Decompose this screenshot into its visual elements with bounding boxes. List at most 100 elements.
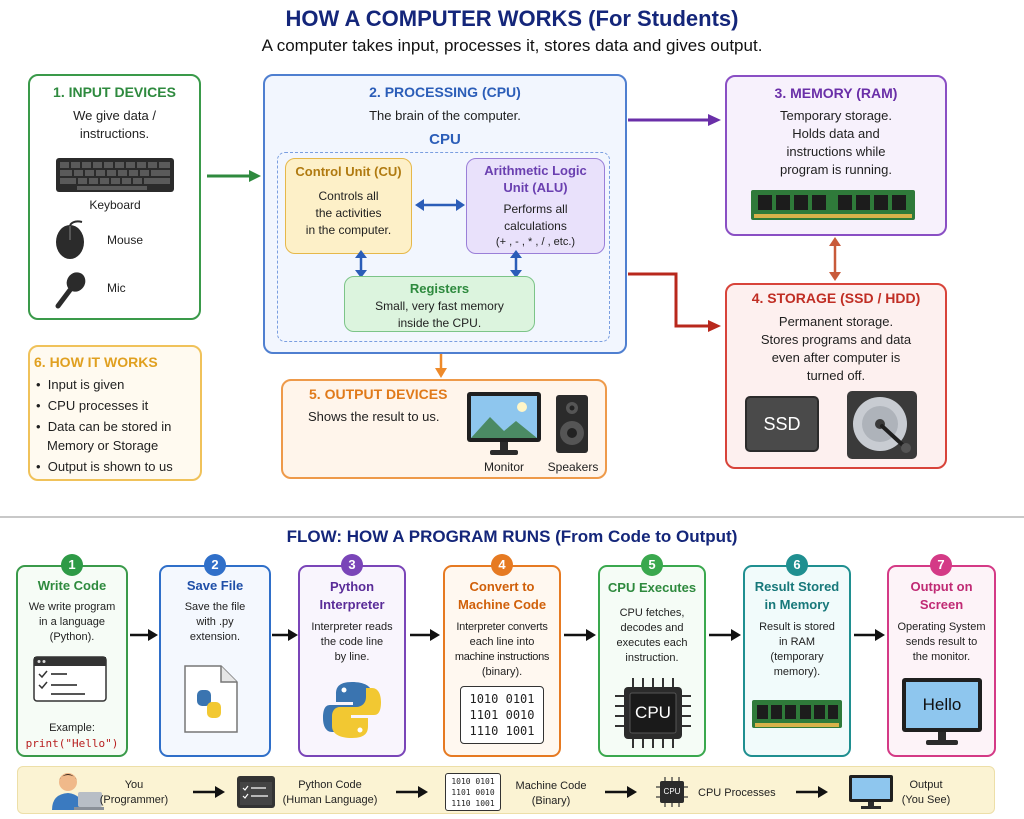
step-6-number: 6 <box>786 554 808 576</box>
how-bullet-1-text: Input is given <box>47 377 125 392</box>
alu-line2: calculations <box>504 219 567 233</box>
keyboard-icon <box>56 158 174 192</box>
memory-line1: Temporary storage. <box>780 108 892 123</box>
legend-you-sub: (Programmer) <box>99 794 169 806</box>
step-5-line3: executes each <box>616 637 688 649</box>
flow-arrow-3 <box>410 629 440 641</box>
legend-machine-code-sub: (Binary) <box>531 795 571 807</box>
legend-binary-3: 1110 1001 <box>451 799 495 808</box>
step-3-title-1: Python <box>329 579 375 594</box>
section-divider <box>0 516 1024 518</box>
step-4-number: 4 <box>491 554 513 576</box>
storage-line2: Stores programs and data <box>760 332 912 347</box>
step-3-title-2: Interpreter <box>319 597 385 612</box>
legend-arrow-2 <box>396 786 428 798</box>
python-logo-icon <box>323 682 381 738</box>
step-4-binary-1: 1010 0101 <box>469 692 535 706</box>
page-subtitle: A computer takes input, processes it, st… <box>261 36 763 55</box>
cu-line3: in the computer. <box>305 223 392 237</box>
output-heading: 5. OUTPUT DEVICES <box>309 386 448 402</box>
memory-line4: program is running. <box>780 162 892 177</box>
storage-line1: Permanent storage. <box>778 314 894 329</box>
flow-arrow-6 <box>854 629 885 641</box>
summary-strip <box>17 766 995 814</box>
step-7-line2: sends result to <box>905 636 978 648</box>
step-6-line3: (temporary <box>770 651 824 663</box>
output-desc: Shows the result to us. <box>308 409 440 424</box>
hdd-icon <box>847 391 917 459</box>
step-6-line1: Result is stored <box>759 621 835 633</box>
step-7-number: 7 <box>930 554 952 576</box>
legend-binary-icon: 1010 0101 1101 0010 1110 1001 <box>445 773 501 811</box>
speaker-icon <box>556 395 588 453</box>
ssd-icon: SSD <box>745 396 819 452</box>
step-6-title-2: in Memory <box>764 597 830 612</box>
how-bullet-4-text: Output is shown to us <box>47 459 173 474</box>
keyboard-label: Keyboard <box>89 198 141 212</box>
input-desc-1: We give data / <box>73 108 156 123</box>
step-3-line2: the code line <box>320 636 384 648</box>
legend-python-code: Python Code <box>298 779 362 791</box>
step-7-line3: the monitor. <box>912 651 971 663</box>
input-to-cpu-arrow <box>207 170 261 182</box>
how-heading: 6. HOW IT WORKS <box>34 354 158 370</box>
cpu-label: CPU <box>429 131 461 148</box>
output-devices-box <box>281 379 607 479</box>
flow-title: FLOW: HOW A PROGRAM RUNS (From Code to O… <box>286 527 738 546</box>
how-bullet-3b-text: Memory or Storage <box>47 438 159 453</box>
flow-arrow-4 <box>564 629 596 641</box>
legend-code-window-icon <box>237 776 275 808</box>
mouse-label: Mouse <box>107 233 144 247</box>
step-6-line4: memory). <box>773 666 821 678</box>
step-4-binary-3: 1110 1001 <box>469 724 535 738</box>
ram-icon <box>751 190 915 220</box>
step-5-line1: CPU fetches, <box>619 607 685 619</box>
control-unit-box <box>285 158 412 254</box>
flow-arrow-2 <box>272 629 298 641</box>
legend-chip-label: CPU <box>663 787 681 796</box>
step-5-chip-label: CPU <box>635 703 671 722</box>
step-5-title: CPU Executes <box>607 580 697 595</box>
legend-arrow-1 <box>193 786 225 798</box>
input-heading: 1. INPUT DEVICES <box>53 84 176 100</box>
cpu-chip-icon: CPU <box>615 678 691 748</box>
binary-icon: 1010 0101 1101 0010 1110 1001 <box>460 686 544 744</box>
step-4-line1: Interpreter converts <box>456 621 548 633</box>
speakers-label: Speakers <box>547 460 599 474</box>
ssd-label: SSD <box>763 414 801 434</box>
how-bullet-2: • CPU processes it <box>36 398 149 413</box>
python-file-icon <box>184 665 238 733</box>
input-devices-box <box>28 74 201 320</box>
step-2-title: Save File <box>186 578 244 593</box>
step-2-number: 2 <box>204 554 226 576</box>
step-7-line1: Operating System <box>897 621 986 633</box>
legend-binary-1: 1010 0101 <box>451 777 495 786</box>
step-4-binary-2: 1101 0010 <box>469 708 535 722</box>
memory-heading: 3. MEMORY (RAM) <box>774 85 898 101</box>
mic-icon <box>55 272 86 309</box>
memory-storage-arrow <box>829 237 841 281</box>
step-3-line3: by line. <box>334 651 370 663</box>
registers-line2: inside the CPU. <box>397 316 482 330</box>
legend-arrow-4 <box>796 786 828 798</box>
step-4-line4: (binary). <box>481 666 523 678</box>
cpu-to-memory-arrow <box>628 114 721 126</box>
legend-cpu-chip-icon: CPU <box>656 777 688 807</box>
legend-python-code-sub: (Human Language) <box>282 794 378 806</box>
step-1-line2: in a language <box>38 616 106 628</box>
registers-box <box>344 276 535 332</box>
step-3-number: 3 <box>341 554 363 576</box>
alu-box <box>466 158 605 254</box>
step-4-line3: machine instructions <box>454 651 550 663</box>
step-4-line2: each line into <box>469 636 535 648</box>
how-bullet-3-text: Data can be stored in <box>47 419 172 434</box>
step-2-line3: extension. <box>189 631 241 643</box>
processing-desc: The brain of the computer. <box>369 108 521 123</box>
registers-title: Registers <box>409 281 470 296</box>
step-5-line4: instruction. <box>625 652 679 664</box>
alu-line3: (+ , - , * , / , etc.) <box>495 236 576 248</box>
step-1-title: Write Code <box>37 578 107 593</box>
step-2-line1: Save the file <box>184 601 246 613</box>
cpu-to-storage-arrow <box>628 272 721 332</box>
cu-line1: Controls all <box>318 189 379 203</box>
